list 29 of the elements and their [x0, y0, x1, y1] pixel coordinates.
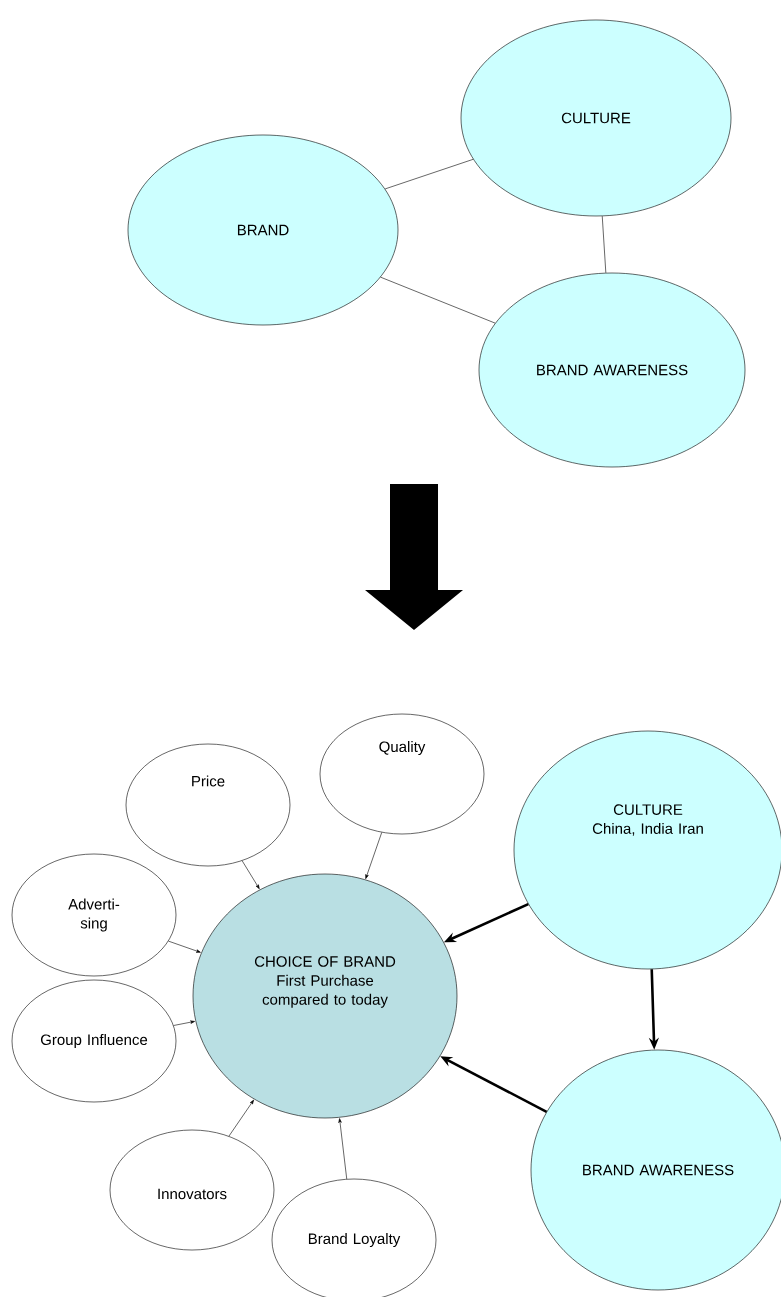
concept-ellipse [513, 730, 781, 970]
arrow [168, 940, 201, 953]
node-label: CULTURE [561, 112, 631, 124]
node-label: BRAND AWARENESS [537, 364, 688, 376]
node-label: Price [192, 775, 225, 787]
concept-ellipse [109, 1129, 275, 1251]
arrow [338, 1118, 348, 1180]
concept-ellipse [478, 272, 746, 468]
node-label: Adverti- sing [68, 898, 120, 932]
concept-ellipse [11, 979, 177, 1103]
node-label: CHOICE OF BRAND First Purchase compared to today [254, 956, 396, 1008]
node-label: BRAND AWARENESS [583, 1164, 734, 1176]
concept-ellipse [530, 1049, 781, 1291]
node-label: Quality [379, 741, 426, 755]
concept-ellipse [11, 853, 177, 977]
concept-ellipse [125, 743, 291, 867]
concept-ellipse [319, 713, 485, 835]
arrow [228, 1099, 254, 1137]
arrow [173, 1020, 195, 1026]
concept-ellipse [460, 19, 732, 217]
central-circle [192, 873, 458, 1119]
node-label: CULTURE China, India Iran [592, 804, 703, 836]
arrow [241, 860, 260, 890]
node-label: Group Influence [40, 1034, 148, 1048]
node-label: Brand Loyalty [308, 1233, 401, 1247]
arrow [365, 832, 383, 879]
node-label: Innovators [158, 1188, 227, 1200]
concept-ellipse [127, 134, 399, 326]
node-label: BRAND [237, 224, 289, 236]
